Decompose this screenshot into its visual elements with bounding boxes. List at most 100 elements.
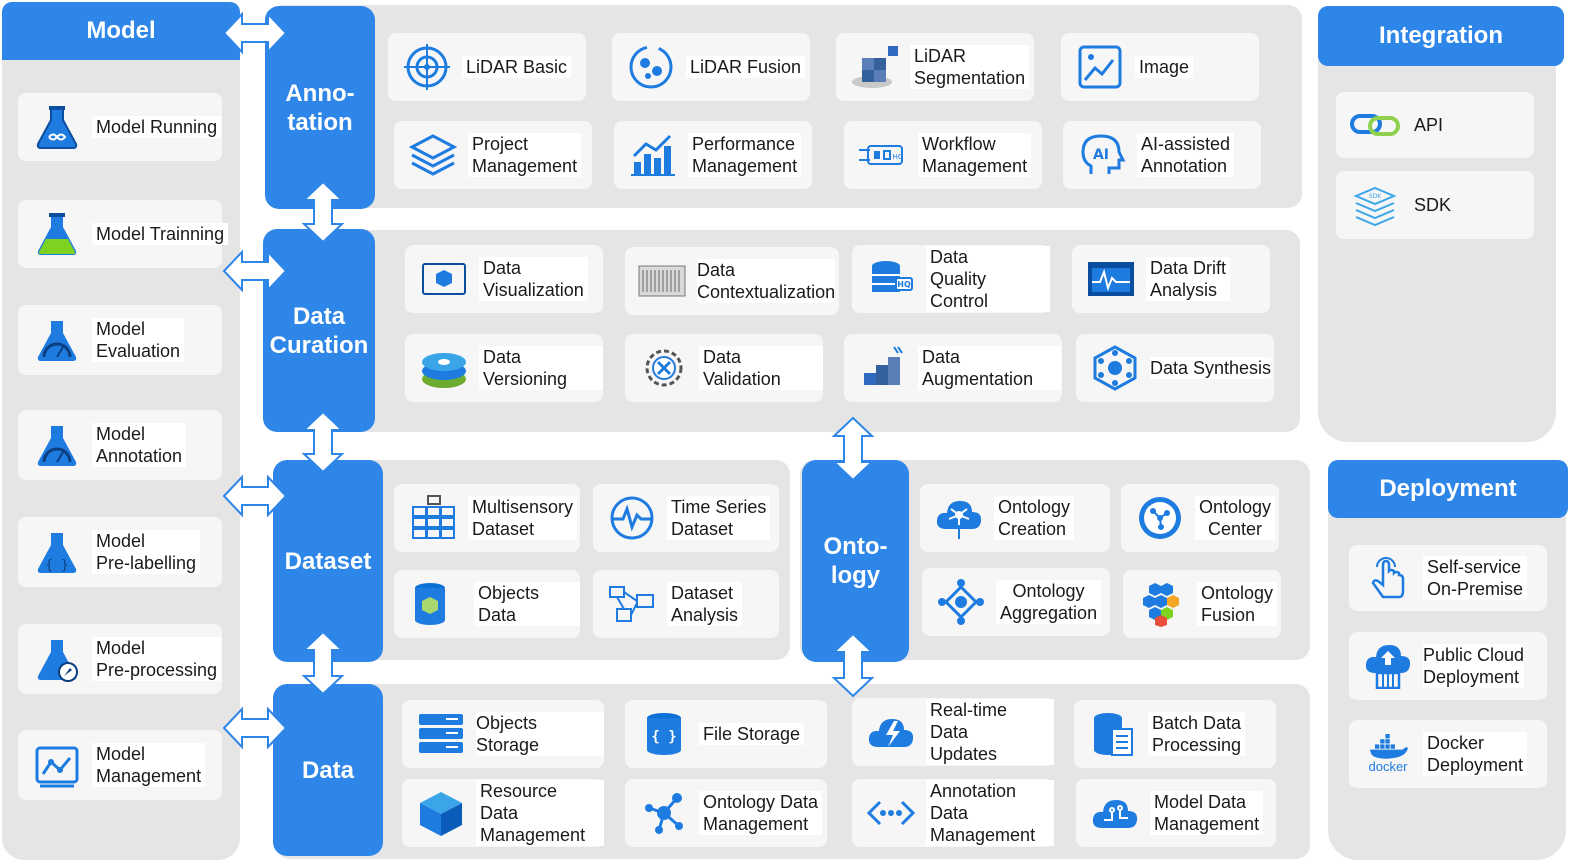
arrow-annotation-curation — [301, 180, 345, 244]
realtime-data-updates-card[interactable]: Real-time Data Updates — [852, 698, 1054, 766]
card-label: Resource Data Management — [476, 780, 604, 846]
database-hq-icon: HQ — [864, 254, 918, 304]
card-label: File Storage — [699, 723, 805, 745]
data-validation-card[interactable]: Data Validation — [625, 334, 823, 402]
objects-data-card[interactable]: Objects Data — [394, 570, 580, 638]
workflow-management-card[interactable]: HQ Workflow Management — [844, 121, 1042, 189]
lidar-fusion-card[interactable]: LiDAR Fusion — [612, 33, 810, 101]
arrow-dataset-data — [301, 630, 345, 696]
ai-assisted-annotation-card[interactable]: AI AI-assisted Annotation — [1063, 121, 1261, 189]
arrow-curation-ontology — [831, 416, 875, 482]
card-label: Model Pre-processing — [92, 637, 222, 681]
card-label: LiDAR Fusion — [686, 56, 806, 78]
flask-gauge-icon — [30, 315, 84, 365]
card-label: Data Visualization — [479, 257, 588, 301]
data-augmentation-card[interactable]: Data Augmentation — [844, 334, 1062, 402]
public-cloud-card[interactable]: Public Cloud Deployment — [1349, 632, 1547, 700]
card-label: Data Quality Control — [926, 246, 1050, 312]
model-management-icon — [30, 740, 84, 790]
card-label: Multisensory Dataset — [468, 496, 578, 540]
model-header: Model — [2, 2, 240, 60]
card-label: Real-time Data Updates — [926, 699, 1054, 765]
ontology-creation-card[interactable]: Ontology Creation — [920, 484, 1110, 552]
data-versioning-card[interactable]: Data Versioning — [405, 334, 603, 402]
hex-cluster-icon — [1135, 579, 1189, 629]
card-label: Model Data Management — [1150, 791, 1264, 835]
data-visualization-card[interactable]: Data Visualization — [405, 245, 603, 313]
card-label: Objects Data — [474, 582, 580, 626]
ontology-header: Onto- logy — [802, 460, 909, 662]
ontology-data-management-card[interactable]: Ontology Data Management — [625, 779, 827, 847]
card-label: Data Augmentation — [918, 346, 1062, 390]
flask-braces-icon: { } — [30, 527, 84, 577]
multisensory-icon — [406, 493, 460, 543]
self-service-card[interactable]: Self-service On-Premise — [1349, 545, 1547, 611]
card-label: Project Management — [468, 133, 582, 177]
model-annotation-card[interactable]: Model Annotation — [18, 410, 222, 480]
card-label: Model Running — [92, 116, 222, 138]
flask-compass-icon — [30, 634, 84, 684]
card-label: Objects Storage — [476, 712, 604, 756]
lidar-basic-card[interactable]: LiDAR Basic — [388, 33, 586, 101]
data-drift-analysis-card[interactable]: Data Drift Analysis — [1072, 245, 1270, 313]
svg-text:AI: AI — [1093, 147, 1109, 163]
objects-storage-card[interactable]: Objects Storage — [402, 700, 604, 768]
annotation-data-management-card[interactable]: Annotation Data Management — [852, 779, 1054, 847]
time-series-icon — [605, 493, 659, 543]
lidar-segmentation-card[interactable]: LiDAR Segmentation — [836, 33, 1034, 101]
data-synthesis-card[interactable]: Data Synthesis — [1076, 334, 1274, 402]
svg-text:SDK: SDK — [1369, 193, 1382, 200]
docker-card[interactable]: docker Docker Deployment — [1349, 720, 1547, 788]
cube-window-icon — [417, 254, 471, 304]
hand-pointer-icon — [1361, 553, 1415, 603]
arrow-ontology-data — [831, 632, 875, 698]
dataset-analysis-icon — [605, 579, 659, 629]
model-management-card[interactable]: Model Management — [18, 730, 222, 800]
multisensory-dataset-card[interactable]: Multisensory Dataset — [394, 484, 580, 552]
card-label: Workflow Management — [918, 133, 1032, 177]
flask-infinity-icon — [30, 102, 84, 152]
card-label: Model Annotation — [92, 423, 187, 467]
model-preprocessing-card[interactable]: Model Pre-processing — [18, 624, 222, 694]
file-storage-card[interactable]: { } File Storage — [625, 700, 827, 768]
card-label: Image — [1135, 56, 1194, 78]
model-running-card[interactable]: Model Running — [18, 93, 222, 161]
dataset-header: Dataset — [273, 460, 383, 662]
ontology-aggregation-card[interactable]: Ontology Aggregation — [922, 568, 1110, 636]
arrow-model-data — [222, 706, 288, 750]
link-icon — [1348, 100, 1402, 150]
resource-data-management-card[interactable]: Resource Data Management — [402, 779, 604, 847]
card-label: Model Evaluation — [92, 318, 185, 362]
sdk-card[interactable]: SDK SDK — [1336, 171, 1534, 239]
data-contextualization-card[interactable]: Data Contextualization — [625, 247, 839, 315]
card-label: Model Trainning — [92, 223, 229, 245]
svg-text:{ }: { } — [651, 729, 676, 745]
disk-stack-icon — [417, 343, 471, 393]
card-label: Model Management — [92, 743, 206, 787]
batch-data-processing-card[interactable]: Batch Data Processing — [1074, 700, 1276, 768]
project-management-card[interactable]: Project Management — [394, 121, 592, 189]
cylinder-cube-icon — [406, 579, 460, 629]
flask-gauge-icon — [30, 420, 84, 470]
data-quality-control-card[interactable]: HQ Data Quality Control — [852, 245, 1050, 313]
model-training-card[interactable]: Model Trainning — [18, 200, 229, 268]
card-label: API — [1414, 115, 1444, 135]
dataset-analysis-card[interactable]: Dataset Analysis — [593, 570, 779, 638]
card-label: Ontology Aggregation — [996, 580, 1102, 624]
cloud-circuit-icon — [1088, 788, 1142, 838]
api-card[interactable]: API — [1336, 92, 1534, 158]
image-card[interactable]: Image — [1061, 33, 1259, 101]
cloud-bolt-icon — [864, 707, 918, 757]
ai-head-icon: AI — [1075, 130, 1129, 180]
ontology-center-card[interactable]: Ontology Center — [1121, 484, 1279, 552]
card-label: Public Cloud Deployment — [1423, 644, 1525, 688]
model-prelabelling-card[interactable]: { } Model Pre-labelling — [18, 517, 222, 587]
card-label: Batch Data Processing — [1148, 712, 1246, 756]
arrow-model-dataset — [222, 474, 288, 518]
performance-management-card[interactable]: Performance Management — [614, 121, 812, 189]
model-data-management-card[interactable]: Model Data Management — [1076, 779, 1276, 847]
time-series-dataset-card[interactable]: Time Series Dataset — [593, 484, 779, 552]
model-evaluation-card[interactable]: Model Evaluation — [18, 305, 222, 375]
ontology-fusion-card[interactable]: Ontology Fusion — [1123, 570, 1281, 638]
image-icon — [1073, 42, 1127, 92]
